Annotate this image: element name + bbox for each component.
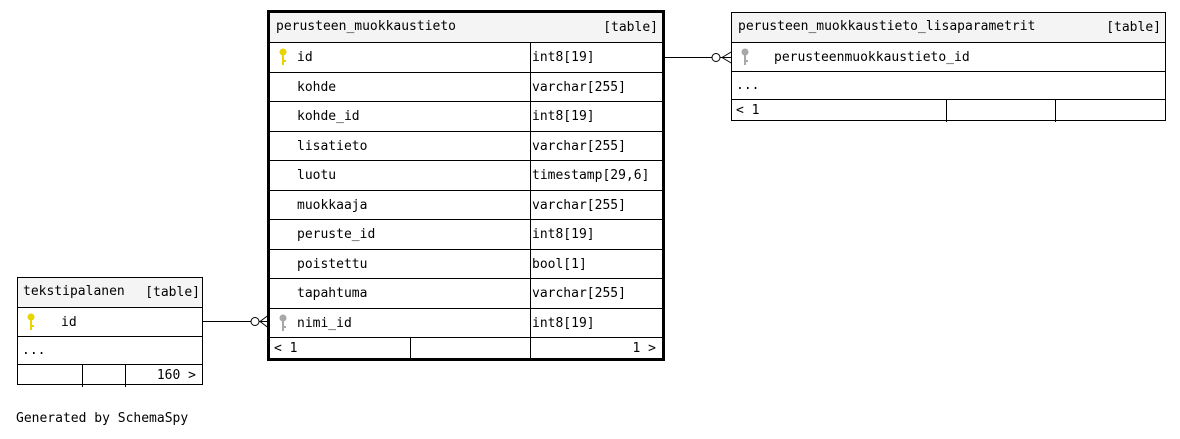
column-divider <box>530 249 531 278</box>
column-row[interactable]: kohde_id int8[19] <box>270 102 662 132</box>
column-divider <box>530 161 531 190</box>
column-type: int8[19] <box>532 50 595 65</box>
table-footer: < 1 <box>732 100 1165 122</box>
foreign-key-icon <box>279 314 287 331</box>
table-tekstipalanen[interactable]: tekstipalanen [table] id ... 160 > <box>17 277 203 387</box>
table-perusteen-muokkaustieto[interactable]: perusteen_muokkaustieto [table] id int8[1… <box>267 10 665 361</box>
column-row[interactable]: perusteenmuokkaustieto_id <box>732 43 1165 72</box>
column-row[interactable]: id <box>18 308 202 337</box>
column-type: int8[19] <box>532 227 595 242</box>
ellipsis-text: ... <box>736 78 760 93</box>
column-row[interactable]: tapahtuma varchar[255] <box>270 279 662 309</box>
table-name[interactable]: perusteen_muokkaustieto_lisaparametrit <box>738 19 1036 34</box>
column-name: lisatieto <box>297 138 368 154</box>
relation-tekstipalanen-to-main <box>203 315 269 328</box>
column-divider <box>530 131 531 160</box>
column-type: varchar[255] <box>532 286 626 301</box>
relation-main-to-lisaparametrit <box>664 51 733 64</box>
table-footer: < 1 1 > <box>270 338 662 360</box>
footer-divider <box>1055 100 1056 122</box>
footer-divider <box>410 338 411 360</box>
more-columns-indicator: ... <box>18 337 202 365</box>
column-row[interactable]: luotu timestamp[29,6] <box>270 161 662 191</box>
table-type-label: [table] <box>1106 20 1161 35</box>
footer-divider <box>125 365 126 387</box>
column-type: varchar[255] <box>532 79 626 95</box>
primary-key-icon <box>279 48 287 65</box>
column-type: int8[19] <box>532 315 595 331</box>
column-name: muokkaaja <box>297 197 368 213</box>
table-header: perusteen_muokkaustieto [table] <box>270 13 662 43</box>
column-type: varchar[255] <box>532 197 626 213</box>
column-divider <box>530 72 531 101</box>
column-divider <box>530 102 531 131</box>
column-divider <box>530 43 531 72</box>
column-divider <box>530 220 531 249</box>
children-count[interactable]: 160 > <box>156 368 196 383</box>
column-type: timestamp[29,6] <box>532 168 650 183</box>
parents-count[interactable]: < 1 <box>736 103 760 118</box>
column-name: nimi_id <box>297 315 352 331</box>
table-perusteen-muokkaustieto-lisaparametrit[interactable]: perusteen_muokkaustieto_lisaparametrit [… <box>731 12 1166 122</box>
primary-key-icon <box>27 313 35 330</box>
table-footer: 160 > <box>18 365 202 387</box>
column-name: kohde <box>297 79 337 95</box>
column-type: varchar[255] <box>532 138 626 154</box>
table-type-label: [table] <box>145 285 200 300</box>
column-row[interactable]: nimi_id int8[19] <box>270 308 662 338</box>
column-row[interactable]: peruste_id int8[19] <box>270 220 662 250</box>
table-header: perusteen_muokkaustieto_lisaparametrit [… <box>732 13 1165 43</box>
column-name: tapahtuma <box>297 286 368 301</box>
footer-divider <box>82 365 83 387</box>
generated-by-text: Generated by SchemaSpy <box>16 411 189 426</box>
column-name: poistettu <box>297 256 368 272</box>
column-row[interactable]: id int8[19] <box>270 43 662 73</box>
column-divider <box>530 308 531 337</box>
column-name: perusteenmuokkaustieto_id <box>774 50 970 65</box>
column-divider <box>530 279 531 308</box>
children-count[interactable]: 1 > <box>632 341 656 356</box>
more-columns-indicator: ... <box>732 72 1165 100</box>
column-type: bool[1] <box>532 256 587 272</box>
column-name: peruste_id <box>297 227 376 242</box>
ellipsis-text: ... <box>22 343 46 358</box>
foreign-key-icon <box>741 48 749 65</box>
column-row[interactable]: lisatieto varchar[255] <box>270 131 662 161</box>
column-name: kohde_id <box>297 109 360 124</box>
column-type: int8[19] <box>532 109 595 124</box>
column-divider <box>530 190 531 219</box>
column-row[interactable]: poistettu bool[1] <box>270 249 662 279</box>
footer-divider <box>530 338 531 360</box>
table-name[interactable]: perusteen_muokkaustieto <box>276 19 457 34</box>
column-name: id <box>61 315 77 330</box>
table-name[interactable]: tekstipalanen <box>23 284 125 299</box>
parents-count[interactable]: < 1 <box>274 341 298 356</box>
table-type-label: [table] <box>603 20 658 35</box>
column-name: id <box>297 50 313 65</box>
column-row[interactable]: kohde varchar[255] <box>270 72 662 102</box>
table-header: tekstipalanen [table] <box>18 278 202 308</box>
footer-divider <box>946 100 947 122</box>
column-name: luotu <box>297 168 337 183</box>
column-row[interactable]: muokkaaja varchar[255] <box>270 190 662 220</box>
